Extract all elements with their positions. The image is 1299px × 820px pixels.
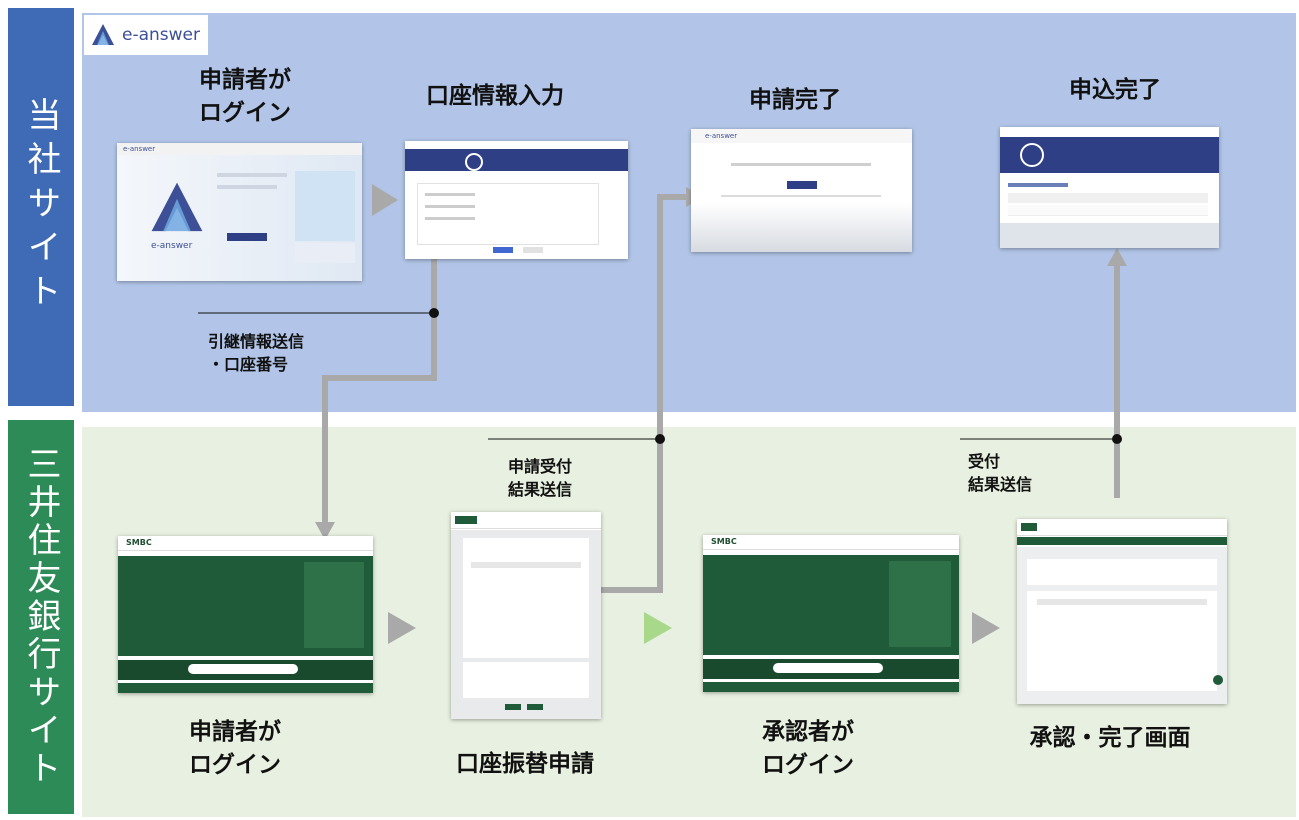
accept-result-note-line1: 受付 xyxy=(968,452,1001,471)
top-step-4-title: 申込完了 xyxy=(1020,74,1210,107)
apply-result-note: 申請受付 結果送信 xyxy=(508,455,572,501)
account-transfer-screen-thumbnail xyxy=(451,512,601,719)
bottom-step-1-title: 申請者が ログイン xyxy=(150,716,320,782)
top-step-2-line1: 口座情報入力 xyxy=(426,83,564,109)
top-step-1-line1: 申請者が xyxy=(199,67,291,93)
step-arrow-bottom-1 xyxy=(388,612,416,644)
top-step-2-title: 口座情報入力 xyxy=(400,80,590,113)
our-site-label-text: 当社サイト xyxy=(21,97,61,317)
bottom-step-3-title: 承認者が ログイン xyxy=(718,716,898,782)
bottom-step-4-line1: 承認・完了画面 xyxy=(1029,725,1191,751)
handoff-note-line1: 引継情報送信 xyxy=(208,332,305,351)
approval-complete-screen-thumbnail xyxy=(1017,519,1227,704)
apply-result-dot xyxy=(655,434,665,444)
smbc-approver-brand: SMBC xyxy=(711,537,737,546)
top-step-4-line1: 申込完了 xyxy=(1069,77,1161,103)
smbc-site-label-text: 三井住友銀行サイト xyxy=(21,446,61,788)
login-screen-thumbnail: e-answer e-answer xyxy=(117,143,362,281)
handoff-arrowhead xyxy=(315,522,335,540)
apply-result-flow-line xyxy=(560,194,690,593)
bottom-step-2-line1: 口座振替申請 xyxy=(456,751,594,777)
handoff-note: 引継情報送信 ・口座番号 xyxy=(208,330,304,376)
handoff-dot xyxy=(429,308,439,318)
e-answer-logo-icon xyxy=(92,24,114,45)
accept-result-note: 受付 結果送信 xyxy=(968,450,1032,496)
smbc-login-screen-thumbnail: SMBC xyxy=(118,536,373,693)
apply-result-note-line1: 申請受付 xyxy=(508,457,573,476)
login-thumb-logo-icon xyxy=(151,182,203,232)
handoff-note-line2: ・口座番号 xyxy=(208,355,289,374)
our-site-band-label: 当社サイト xyxy=(8,8,74,406)
e-answer-logo: e-answer xyxy=(84,15,208,55)
bottom-step-3-line1: 承認者が xyxy=(762,719,854,745)
accept-result-dot xyxy=(1112,434,1122,444)
smbc-login-brand: SMBC xyxy=(126,538,152,547)
bottom-step-3-line2: ログイン xyxy=(762,752,854,778)
top-step-1-title: 申請者が ログイン xyxy=(150,64,340,130)
top-step-3-title: 申請完了 xyxy=(720,84,870,117)
e-answer-logo-text: e-answer xyxy=(122,25,200,45)
smbc-site-band-label: 三井住友銀行サイト xyxy=(8,420,74,814)
bottom-step-2-title: 口座振替申請 xyxy=(430,748,620,781)
login-thumb-brand: e-answer xyxy=(123,145,156,153)
top-step-1-line2: ログイン xyxy=(199,100,291,126)
step-arrow-bottom-3 xyxy=(972,612,1000,644)
apply-complete-screen-thumbnail: e-answer xyxy=(691,129,912,252)
bottom-step-1-line1: 申請者が xyxy=(189,719,281,745)
bottom-step-4-title: 承認・完了画面 xyxy=(1005,722,1215,755)
bottom-step-1-line2: ログイン xyxy=(189,752,281,778)
step-arrow-top-1 xyxy=(372,184,398,216)
login-thumb-caption: e-answer xyxy=(151,241,193,251)
account-input-screen-thumbnail xyxy=(405,141,628,259)
apply-complete-thumb-brand: e-answer xyxy=(705,132,738,140)
handoff-flow-line xyxy=(322,258,437,525)
apply-result-note-line2: 結果送信 xyxy=(508,480,573,499)
smbc-approver-login-screen-thumbnail: SMBC xyxy=(703,535,959,692)
accept-result-note-line2: 結果送信 xyxy=(968,475,1033,494)
order-complete-screen-thumbnail xyxy=(1000,127,1219,248)
step-arrow-bottom-2 xyxy=(644,612,672,644)
top-step-3-line1: 申請完了 xyxy=(749,87,841,113)
accept-result-arrowhead xyxy=(1107,248,1127,266)
